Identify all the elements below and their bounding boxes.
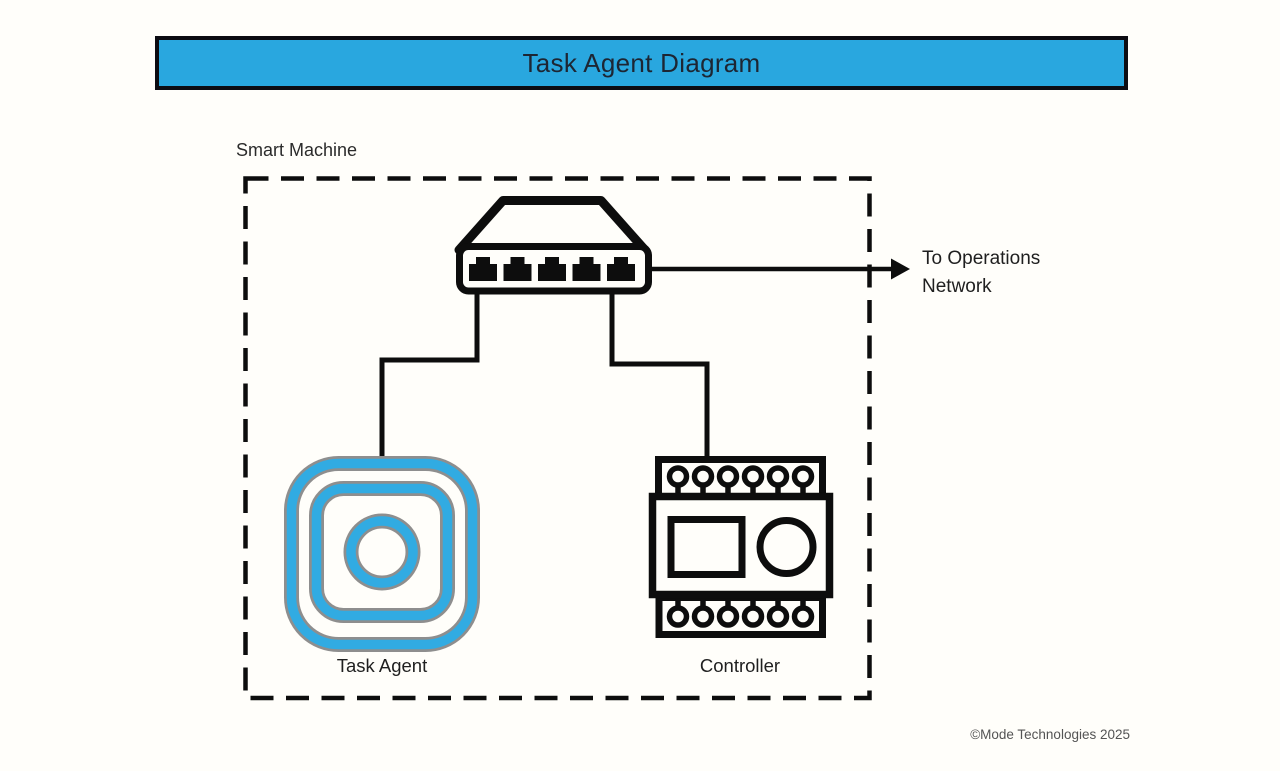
task-agent-icon [284,456,480,652]
task-agent-icon-strokes [286,458,478,650]
arrow-to-operations-network [649,258,910,280]
edge-switch-to-task-agent [379,289,480,464]
task-agent-label: Task Agent [336,655,428,676]
operations-network-label: To Operations Network [922,248,1041,297]
copyright-note: ©Mode Technologies 2025 [970,727,1130,742]
connection-lines [379,289,710,464]
title-bar: Task Agent Diagram [155,36,1128,90]
page-title: Task Agent Diagram [522,47,761,78]
controller-label: Controller [699,655,781,676]
network-switch-icon [454,196,652,295]
smart-machine-boundary [243,176,872,701]
edge-switch-to-controller [609,289,710,462]
arrowhead-icon [891,258,910,280]
controller-knob [756,517,817,577]
controller-top-terminals [666,465,815,499]
plc-controller-icon [648,456,834,638]
switch-top [454,196,650,255]
switch-ports [469,257,635,281]
controller-display [667,516,746,578]
smart-machine-group-label: Smart Machine [236,140,358,160]
